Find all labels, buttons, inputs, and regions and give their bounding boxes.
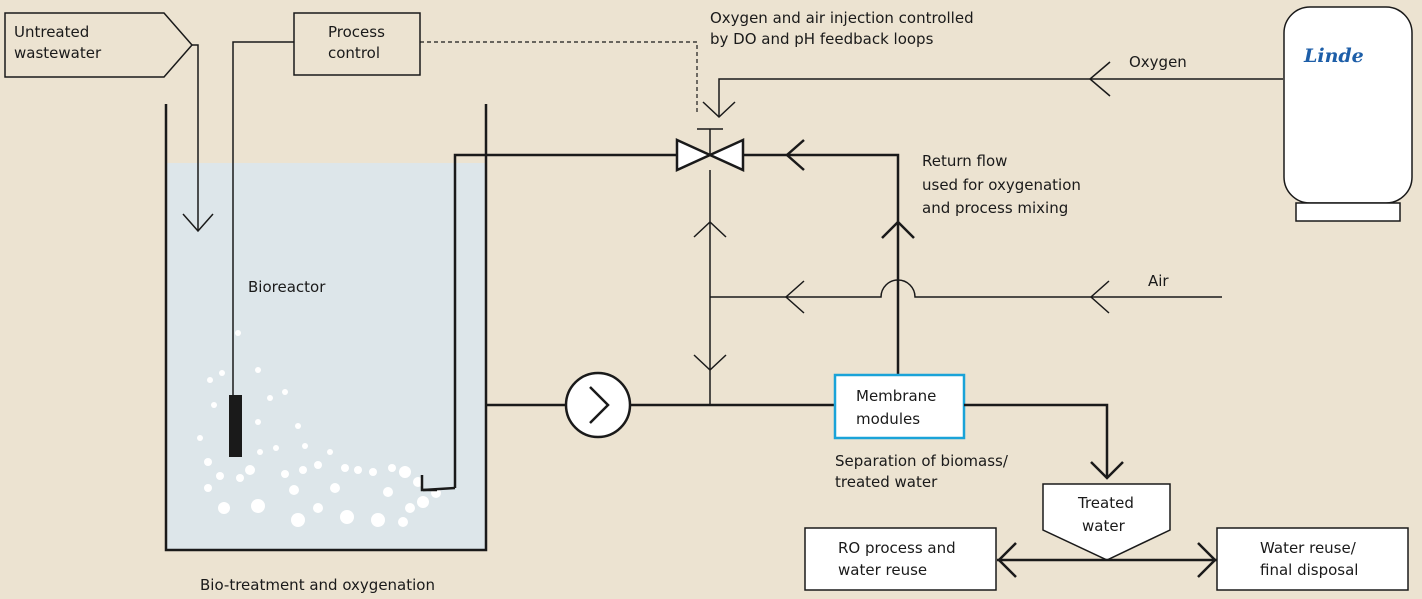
tank-water <box>167 163 485 549</box>
svg-text:water: water <box>1082 517 1126 535</box>
pump <box>564 371 632 439</box>
process-control: Process control <box>232 12 698 395</box>
linde-logo: Linde <box>1303 45 1364 67</box>
svg-text:modules: modules <box>856 410 920 428</box>
inlet-arrow-icon <box>182 213 214 233</box>
svg-text:and process mixing: and process mixing <box>922 199 1068 217</box>
svg-text:final disposal: final disposal <box>1260 561 1358 579</box>
bio-treatment-caption: Bio-treatment and oxygenation <box>200 576 435 594</box>
oxygen-label: Oxygen <box>1129 53 1187 71</box>
svg-text:used for oxygenation: used for oxygenation <box>922 176 1081 194</box>
svg-text:by DO and pH feedback loops: by DO and pH feedback loops <box>710 30 934 48</box>
oxygen-tank: Linde <box>1283 6 1413 222</box>
untreated-wastewater-inlet: Untreated wastewater <box>4 12 214 233</box>
oxygen-arrow-icon <box>1088 61 1111 97</box>
svg-text:Membrane: Membrane <box>856 387 936 405</box>
pump-arrow-icon <box>589 386 610 424</box>
return-flow-pipe <box>743 153 900 375</box>
svg-text:Return flow: Return flow <box>922 152 1007 170</box>
inlet-flow-line <box>192 44 199 231</box>
svg-text:Untreated: Untreated <box>14 23 89 41</box>
permeate-pipe <box>964 403 1109 478</box>
probe-signal-line <box>232 41 294 395</box>
svg-text:control: control <box>328 44 380 62</box>
svg-text:Treated: Treated <box>1077 494 1134 512</box>
control-signal-dashed-line <box>420 41 698 115</box>
air-arrow-icon <box>1089 280 1110 314</box>
svg-text:Oxygen and air injection contr: Oxygen and air injection controlled <box>710 9 974 27</box>
right-output-arrow-icon <box>1197 542 1217 578</box>
oxygen-supply-line: Oxygen <box>702 53 1283 119</box>
air-supply-line: Air <box>710 272 1222 314</box>
bypass-up-arrow-icon <box>693 220 727 238</box>
control-valve <box>675 128 745 172</box>
treated-water-tank: Treated water <box>1042 483 1171 561</box>
svg-text:Water reuse/: Water reuse/ <box>1260 539 1357 557</box>
svg-text:Separation of biomass/: Separation of biomass/ <box>835 452 1009 470</box>
svg-text:RO process and: RO process and <box>838 539 956 557</box>
air-inlet-arrow-icon <box>784 280 805 314</box>
bioreactor-label: Bioreactor <box>248 278 326 296</box>
return-arrow-icon <box>785 139 805 171</box>
water-reuse-box: Water reuse/ final disposal <box>1216 527 1409 591</box>
svg-text:Process: Process <box>328 23 385 41</box>
bypass-down-arrow-icon <box>693 354 727 372</box>
svg-text:wastewater: wastewater <box>14 44 102 62</box>
svg-text:water reuse: water reuse <box>838 561 927 579</box>
permeate-arrow-icon <box>1090 461 1124 480</box>
bioreactor-tank: Bioreactor <box>164 104 488 552</box>
ro-process-box: RO process and water reuse <box>804 527 997 591</box>
return-up-arrow-icon <box>881 220 915 239</box>
oxygen-inlet-arrow-icon <box>702 101 736 119</box>
reactor-feed-pipe <box>453 153 677 488</box>
membrane-modules: Membrane modules <box>833 373 966 440</box>
svg-text:treated water: treated water <box>835 473 938 491</box>
probe-sensor <box>229 395 242 457</box>
left-output-arrow-icon <box>997 542 1017 578</box>
air-label: Air <box>1148 272 1169 290</box>
